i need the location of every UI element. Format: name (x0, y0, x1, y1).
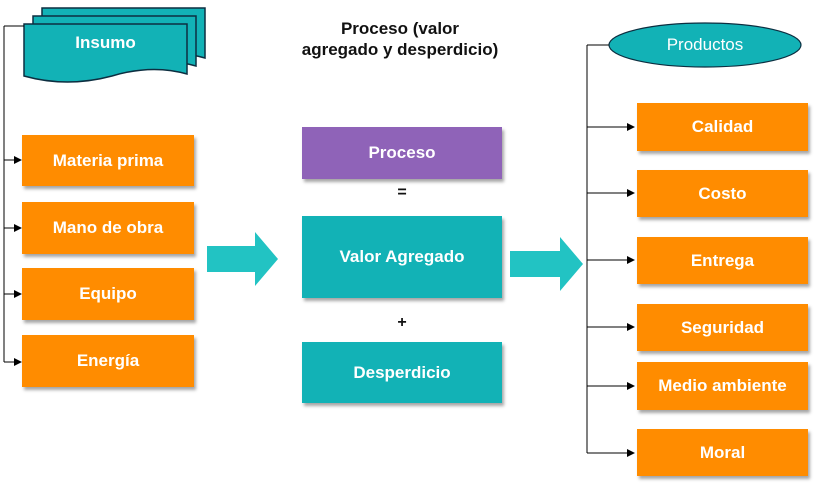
waste-box: Desperdicio (302, 342, 502, 403)
diagram-title: Proceso (valor agregado y desperdicio) (270, 18, 530, 60)
productos-label: Productos (666, 35, 744, 54)
inputs-connector (3, 25, 24, 366)
arrow-inputs-to-process (207, 232, 278, 286)
output-calidad: Calidad (637, 103, 808, 151)
process-box: Proceso (302, 127, 502, 179)
output-costo: Costo (637, 170, 808, 217)
arrow-process-to-outputs (510, 237, 583, 291)
plus-sign: + (397, 314, 407, 331)
equals-sign: = (397, 184, 407, 201)
input-materia-prima: Materia prima (22, 135, 194, 186)
input-equipo: Equipo (22, 268, 194, 320)
input-energia: Energía (22, 335, 194, 387)
diagram-title-line2: agregado y desperdicio) (301, 40, 499, 59)
value-added-box: Valor Agregado (302, 216, 502, 298)
insumo-label: Insumo (75, 33, 136, 52)
output-entrega: Entrega (637, 237, 808, 284)
output-seguridad: Seguridad (637, 304, 808, 351)
input-mano-de-obra: Mano de obra (22, 202, 194, 254)
diagram-title-line1: Proceso (valor (340, 19, 460, 38)
insumo-document-stack (23, 7, 206, 83)
output-moral: Moral (637, 429, 808, 476)
outputs-connector (586, 44, 635, 457)
output-medio-ambiente: Medio ambiente (637, 362, 808, 410)
